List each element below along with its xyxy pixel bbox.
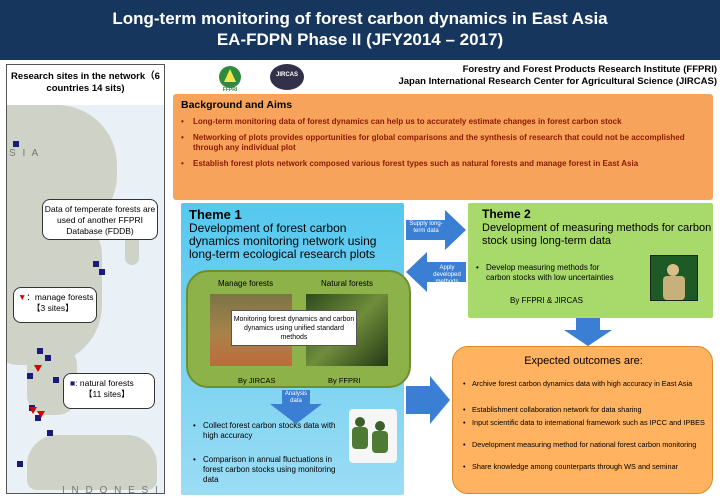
apply-arrow-label: Apply developed methods: [433, 265, 461, 285]
temperate-forest-callout: Data of temperate forests are used of an…: [42, 199, 158, 240]
outcome-item: •Archive forest carbon dynamics data wit…: [463, 379, 693, 388]
outcome-item: •Development measuring method for nation…: [463, 440, 697, 449]
background-aims-box: Background and Aims •Long-term monitorin…: [173, 94, 713, 200]
poster-subtitle: EA-FDPN Phase II (JFY2014 – 2017): [216, 30, 504, 49]
worker-body: [372, 431, 388, 453]
theme1-label: Theme: [189, 207, 231, 222]
theme2-title: Theme 2 Development of measuring methods…: [482, 208, 712, 248]
analysis-arrow: [270, 390, 322, 424]
theme1-title: Theme 1 Development of forest carbon dyn…: [189, 208, 394, 261]
ffpri-logo-text: FFPRI: [222, 87, 238, 93]
legend-natural-forests: ■: natural forests 【11 sites】: [63, 373, 155, 409]
worker-head: [355, 417, 365, 427]
research-sites-map: Research sites in the network（6 countrie…: [6, 64, 165, 494]
legend-natural-count: 【11 sites】: [84, 389, 130, 399]
jircas-logo: JIRCAS: [270, 64, 304, 90]
natural-site-marker: [35, 415, 41, 421]
researcher-photo: [650, 255, 698, 301]
theme1-description: Development of forest carbon dynamics mo…: [189, 221, 377, 261]
apply-arrow: [406, 252, 466, 292]
natural-site-marker: [27, 373, 33, 379]
legend-manage-label: ：manage forests: [26, 292, 94, 302]
analysis-arrow-label: Analysis data: [284, 391, 308, 404]
jircas-logo-text: JIRCAS: [275, 72, 298, 78]
manage-site-marker: [34, 365, 42, 372]
researcher-head: [667, 264, 679, 276]
map-label-indonesia: I N D O N E S I A: [62, 485, 160, 494]
legend-natural-symbol: ■: [70, 378, 76, 388]
worker-head: [375, 421, 385, 431]
background-item: •Establish forest plots network composed…: [181, 159, 639, 168]
by-jircas-label: By JIRCAS: [238, 376, 276, 385]
supply-arrow-label: Supply long-term data: [409, 221, 443, 234]
legend-manage-symbol: ▼: [18, 292, 27, 302]
theme2-down-arrow: [564, 318, 612, 346]
theme2-box: Theme 2 Development of measuring methods…: [468, 203, 713, 318]
natural-site-marker: [45, 355, 51, 361]
natural-site-marker: [99, 269, 105, 275]
manage-site-marker: [29, 407, 37, 414]
outcome-item: •Establishment collaboration network for…: [463, 405, 642, 414]
background-aims-title: Background and Aims: [181, 99, 293, 111]
poster-title: Long-term monitoring of forest carbon dy…: [112, 9, 608, 28]
researcher-body: [663, 276, 685, 300]
map-land-indonesia: [27, 435, 157, 490]
worker-body: [352, 427, 368, 449]
outcomes-arrow: [406, 376, 450, 424]
natural-site-marker: [37, 348, 43, 354]
theme2-label: Theme 2: [482, 207, 531, 221]
map-label-siberia: S I A: [9, 148, 41, 159]
field-workers-icon: [349, 409, 397, 463]
theme2-item: •Develop measuring methods for carbon st…: [476, 263, 614, 282]
legend-manage-forests: ▼：manage forests 【3 sites】: [13, 287, 97, 323]
forest-types-panel: Manage forests Natural forests Monitorin…: [186, 270, 411, 388]
legend-manage-count: 【3 sites】: [32, 303, 74, 313]
ffpri-logo-tree: [224, 69, 236, 82]
theme1-item: •Comparison in annual fluctuations in fo…: [193, 455, 336, 484]
institutes: Forestry and Forest Products Research In…: [372, 64, 717, 88]
natural-site-marker: [13, 141, 19, 147]
background-item: •Long-term monitoring data of forest dyn…: [181, 117, 622, 126]
theme2-description: Development of measuring methods for car…: [482, 222, 712, 247]
ffpri-logo: FFPRI: [219, 66, 241, 93]
institute-jircas: Japan International Research Center for …: [398, 76, 717, 87]
poster-header: Long-term monitoring of forest carbon dy…: [0, 0, 720, 60]
natural-site-marker: [53, 377, 59, 383]
theme2-by-label: By FFPRI & JIRCAS: [510, 296, 583, 305]
outcomes-title: Expected outcomes are:: [524, 355, 643, 367]
theme1-number: 1: [234, 207, 242, 222]
map-title: Research sites in the network（6 countrie…: [7, 65, 164, 105]
institute-ffpri: Forestry and Forest Products Research In…: [462, 64, 717, 75]
outcome-item: •Share knowledge among counterparts thro…: [463, 462, 679, 471]
outcome-item: •Input scientific data to international …: [463, 418, 705, 427]
monitoring-method-box: Monitoring forest dynamics and carbon dy…: [231, 310, 357, 346]
natural-site-marker: [93, 261, 99, 267]
natural-site-marker: [17, 461, 23, 467]
legend-natural-label: : natural forests: [75, 378, 134, 388]
expected-outcomes-box: Expected outcomes are: •Archive forest c…: [452, 346, 713, 494]
by-ffpri-label: By FFPRI: [328, 376, 361, 385]
natural-site-marker: [47, 430, 53, 436]
supply-arrow: [406, 210, 466, 250]
natural-forests-label: Natural forests: [321, 279, 374, 288]
manage-forests-label: Manage forests: [218, 279, 274, 288]
manage-site-marker: [37, 411, 45, 418]
background-item: •Networking of plots provides opportunit…: [181, 133, 685, 152]
theme1-item: •Collect forest carbon stocks data with …: [193, 421, 336, 440]
